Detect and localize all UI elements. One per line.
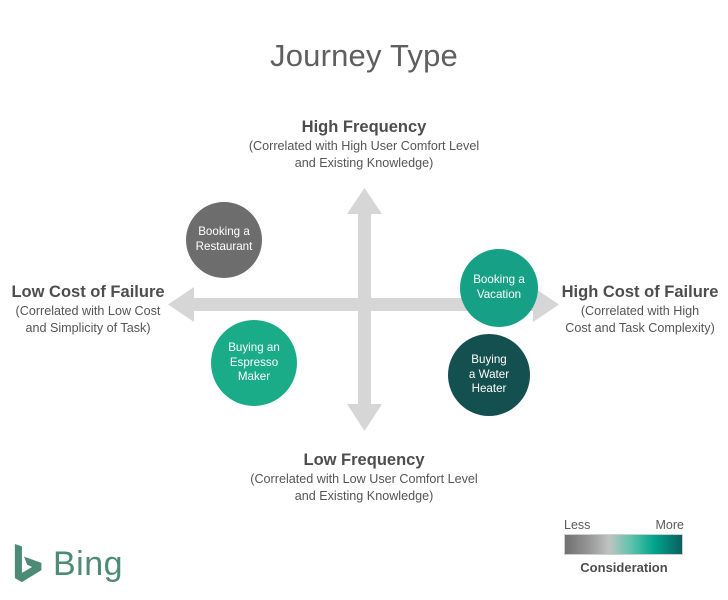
bubble-label-line1: Booking a [198, 225, 250, 239]
legend-endpoint-labels: Less More [564, 518, 684, 534]
axis-label-sub-line2: and Existing Knowledge) [294, 488, 434, 503]
bubble-label-line1: Booking a [473, 273, 525, 287]
bubble-booking-a-restaurant[interactable]: Booking a Restaurant [186, 202, 262, 278]
bubble-booking-a-vacation[interactable]: Booking a Vacation [460, 249, 538, 327]
axis-label-sub-line1: (Correlated with Low Cost [15, 304, 161, 318]
axis-arrow-down [347, 300, 382, 431]
axis-arrow-left [168, 287, 370, 322]
legend-caption: Consideration [580, 560, 668, 575]
legend-min-label: Less [564, 518, 591, 532]
axis-label-sub-line2: and Simplicity of Task) [25, 320, 151, 335]
bubble-label-line2: a Water [468, 367, 510, 381]
bubble-label-line3: Heater [471, 382, 507, 396]
axis-label-heading: Low Frequency [303, 451, 425, 469]
axis-label-low-cost-of-failure: Low Cost of Failure (Correlated with Low… [0, 282, 176, 336]
bubble-label-line1: Buying an [228, 341, 280, 355]
axis-label-sub-line2: and Existing Knowledge) [294, 155, 434, 170]
bubble-label-line2: Restaurant [195, 240, 253, 253]
axis-label-high-cost-of-failure: High Cost of Failure (Correlated with Hi… [552, 282, 728, 336]
page-title: Journey Type [270, 38, 458, 73]
legend-gradient-bar [564, 534, 683, 555]
axis-label-sub-line1: (Correlated with High [580, 304, 700, 318]
bubble-label-line2: Vacation [476, 288, 522, 301]
bubble-label-line3: Maker [237, 370, 271, 384]
bubble-label-line1: Buying [471, 353, 507, 367]
bubble-label-line2: Espresso [229, 355, 279, 369]
brand-name: Bing [53, 545, 124, 583]
axis-label-sub-line1: (Correlated with High User Comfort Level [248, 139, 480, 153]
axis-label-low-frequency: Low Frequency (Correlated with Low User … [139, 450, 589, 504]
legend-consideration: Less More Consideration [560, 518, 700, 575]
axis-label-heading: Low Cost of Failure [11, 283, 165, 301]
bubble-buying-a-water-heater[interactable]: Buying a Water Heater [448, 334, 530, 416]
axis-label-sub-line2: Cost and Task Complexity) [565, 320, 715, 335]
legend-max-label: More [655, 518, 684, 532]
axis-label-heading: High Frequency [301, 118, 427, 136]
brand-bing: Bing [12, 543, 123, 585]
bing-logo-icon [14, 543, 42, 583]
axis-label-sub-line1: (Correlated with Low User Comfort Level [250, 472, 478, 486]
axis-label-heading: High Cost of Failure [561, 283, 719, 301]
axis-label-high-frequency: High Frequency (Correlated with High Use… [139, 117, 589, 171]
bubble-buying-an-espresso-maker[interactable]: Buying an Espresso Maker [211, 320, 297, 406]
